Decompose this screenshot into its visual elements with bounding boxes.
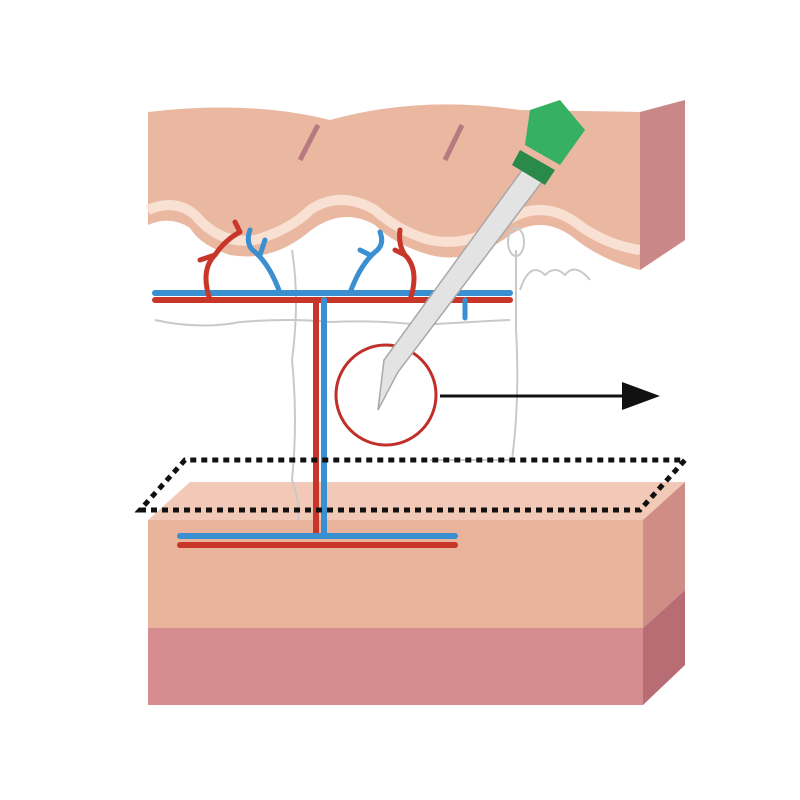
needle-hub	[525, 100, 585, 165]
blood-vessels	[152, 219, 513, 548]
muscle-layer	[148, 590, 685, 705]
target-circle	[334, 343, 438, 447]
needle-hub-base	[512, 150, 555, 185]
nerve-fibres	[154, 227, 591, 521]
direction-arrow	[440, 382, 660, 410]
injection-depth-plane	[134, 457, 691, 513]
subcutaneous-layer	[148, 482, 685, 628]
needle	[377, 100, 585, 411]
skin-fold	[442, 123, 465, 162]
skin-fold	[297, 123, 321, 162]
epidermis-layer	[145, 100, 685, 270]
